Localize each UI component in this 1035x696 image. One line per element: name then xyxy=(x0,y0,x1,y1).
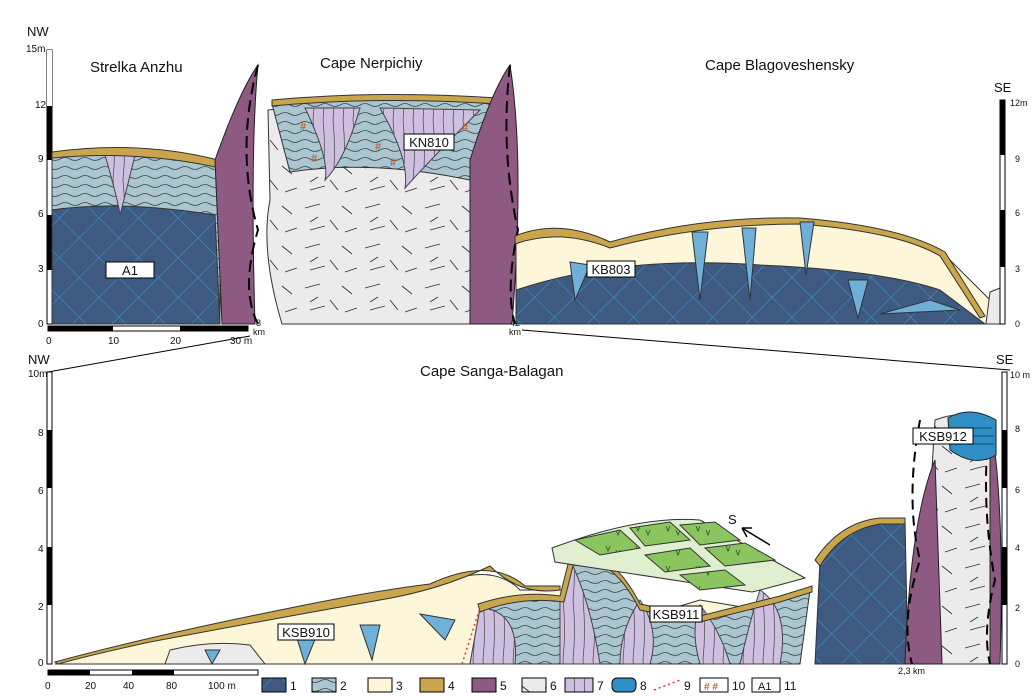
legend-number: 5 xyxy=(500,679,507,693)
tick-label: 9 xyxy=(1015,154,1020,164)
tick-label: 0 xyxy=(1015,319,1020,329)
tick-label: 6 xyxy=(1015,208,1020,218)
legend-number: 8 xyxy=(640,679,647,693)
break-unit: km xyxy=(253,327,265,337)
legend: 1 2 3 4 5 6 7 8 9 # # 10 A1 11 xyxy=(262,678,797,693)
tick-label: 9 xyxy=(38,154,44,165)
tick-label: 2 xyxy=(1015,603,1020,613)
top-left-unit-label: 15m xyxy=(26,44,45,55)
bottom-right-direction: SE xyxy=(996,352,1014,367)
legend-swatch-5 xyxy=(472,678,496,692)
tick-label: 2 xyxy=(38,602,44,613)
bottom-left-unit-label: 10m xyxy=(28,369,47,380)
scale-tick: 10 xyxy=(108,336,120,347)
tick-label: 0 xyxy=(38,319,44,330)
ksb912-block: KSB912 2,3 km xyxy=(815,412,1001,676)
scale-tick: 100 m xyxy=(208,681,236,692)
sample-label-a1: A1 xyxy=(122,263,138,278)
legend-swatch-8 xyxy=(612,678,636,692)
scale-tick: 80 xyxy=(166,681,178,692)
direction-arrow-icon xyxy=(742,528,770,545)
legend-swatch-1 xyxy=(262,678,286,692)
scale-tick: 20 xyxy=(170,336,182,347)
sample-label-ksb910: KSB910 xyxy=(282,625,330,640)
marker-hash-icon: # xyxy=(375,141,381,153)
site-title-cape-blagoveshensky: Cape Blagoveshensky xyxy=(705,57,855,74)
legend-swatch-4 xyxy=(420,678,444,692)
top-left-direction: NW xyxy=(27,24,49,39)
scale-tick: 0 xyxy=(45,681,51,692)
legend-swatch-7 xyxy=(565,678,593,692)
marker-hash-icon: # xyxy=(462,122,468,134)
connector-line xyxy=(522,330,1010,370)
direction-arrow-label: S xyxy=(728,512,737,527)
cape-nerpichiy-section: # # # # # KN810 xyxy=(267,94,500,324)
legend-number: 11 xyxy=(784,679,797,693)
marker-hash-icon: # xyxy=(390,157,396,169)
tick-label: 8 xyxy=(1015,424,1020,434)
tick-label: 4 xyxy=(38,544,44,555)
tick-label: 6 xyxy=(1015,485,1020,495)
site-title-strelka-anzhu: Strelka Anzhu xyxy=(90,59,183,76)
marker-hash-icon: # xyxy=(300,121,306,133)
sample-label-ksb911: KSB911 xyxy=(653,607,700,622)
top-left-axis: NW 15m 12 9 6 3 0 xyxy=(26,24,52,330)
bottom-left-axis: NW 10m 8 6 4 2 0 xyxy=(28,352,52,669)
legend-number: 1 xyxy=(290,679,297,693)
bottom-scale-bar: 0 20 40 80 100 m xyxy=(45,670,258,692)
legend-number: 2 xyxy=(340,679,347,693)
bottom-left-direction: NW xyxy=(28,352,50,367)
sample-label-kn810: KN810 xyxy=(409,135,449,150)
legend-number: 3 xyxy=(396,679,403,693)
sanga-balagan-section: KSB911 KSB910 S xyxy=(55,512,812,664)
scale-tick: 40 xyxy=(123,681,135,692)
sample-label-kb803: KB803 xyxy=(591,262,630,277)
site-title-cape-nerpichiy: Cape Nerpichiy xyxy=(320,55,423,72)
marker-hash-icon: # # xyxy=(704,682,718,693)
legend-swatch-2 xyxy=(312,678,336,692)
top-right-unit-label: 12m xyxy=(1010,98,1028,108)
connector-line xyxy=(48,336,250,372)
break-unit: km xyxy=(509,327,521,337)
scale-tick: 0 xyxy=(46,336,52,347)
strelka-anzhu-section: A1 xyxy=(52,148,220,325)
legend-swatch-3 xyxy=(368,678,392,692)
legend-swatch-9 xyxy=(654,680,680,690)
top-right-direction: SE xyxy=(994,80,1012,95)
sample-label-ksb912: KSB912 xyxy=(919,429,967,444)
tick-label: 0 xyxy=(38,658,44,669)
legend-number: 9 xyxy=(684,679,691,693)
tick-label: 3 xyxy=(38,264,44,275)
site-title-cape-sanga-balagan: Cape Sanga-Balagan xyxy=(420,363,563,380)
legend-number: 6 xyxy=(550,679,557,693)
top-panel: NW 15m 12 9 6 3 0 A1 Strelka Anzhu 8 km xyxy=(26,24,1028,347)
tick-label: 6 xyxy=(38,486,44,497)
scale-tick: 20 xyxy=(85,681,97,692)
tick-label: 12 xyxy=(35,100,47,111)
marker-hash-icon: # xyxy=(311,153,317,165)
tick-label: 0 xyxy=(1015,659,1020,669)
cape-blagoveshensky-section: KB803 xyxy=(515,218,1000,324)
bottom-right-unit-label: 10 m xyxy=(1010,370,1030,380)
fault-zone xyxy=(215,65,258,324)
legend-number: 4 xyxy=(448,679,455,693)
tick-label: 3 xyxy=(1015,264,1020,274)
legend-number: 10 xyxy=(732,679,746,693)
tick-label: 4 xyxy=(1015,543,1020,553)
bottom-panel: NW 10m 8 6 4 2 0 Cape Sanga-Balagan xyxy=(28,352,1030,692)
tick-label: 8 xyxy=(38,428,44,439)
legend-number: 7 xyxy=(597,679,604,693)
legend-label-glyph: A1 xyxy=(758,681,771,693)
top-scale-bar: 0 10 20 30 m xyxy=(46,326,252,347)
break-distance: 2,3 km xyxy=(898,666,925,676)
tick-label: 6 xyxy=(38,209,44,220)
legend-swatch-6 xyxy=(522,678,546,692)
